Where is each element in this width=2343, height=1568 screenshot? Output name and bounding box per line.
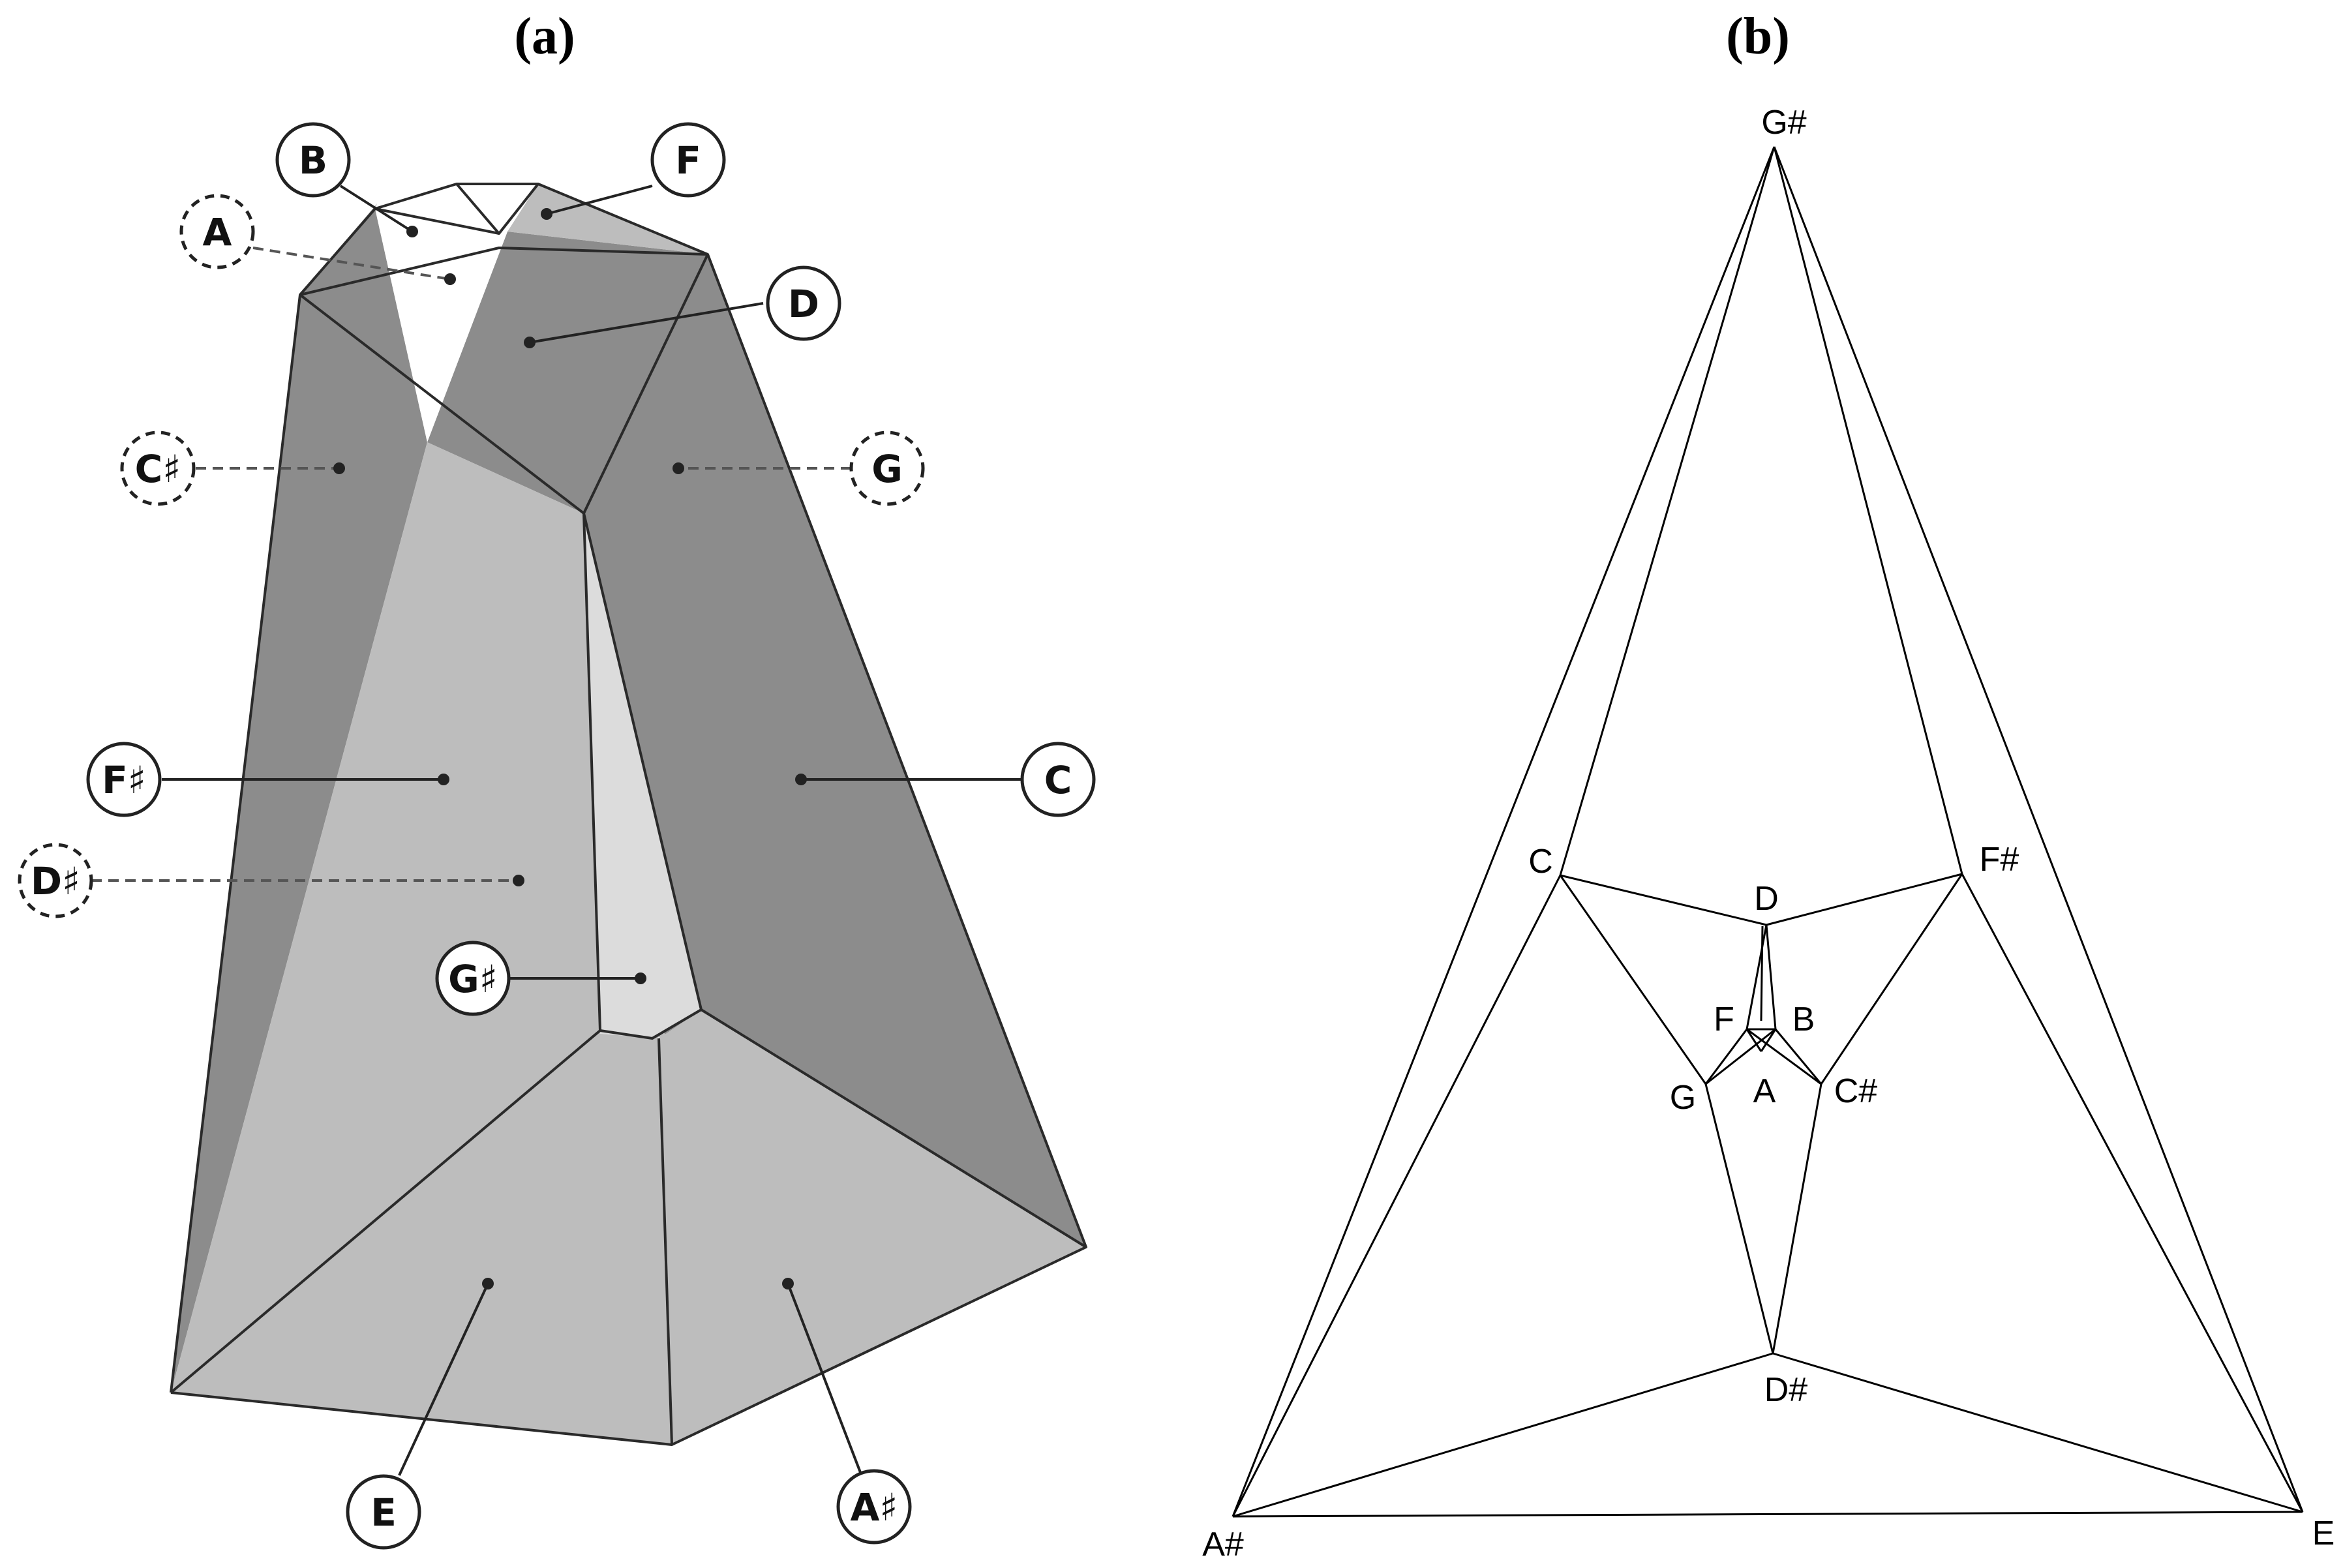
face-gsharp	[584, 513, 701, 1038]
face-f	[507, 184, 708, 254]
solid-label-fsharp: F♯	[86, 742, 162, 817]
svg-text:F: F	[675, 138, 701, 183]
face-c	[584, 254, 1086, 1247]
solid-label-g: G	[849, 430, 925, 506]
svg-text:G♯: G♯	[448, 957, 498, 1001]
svg-text:D♯: D♯	[31, 859, 80, 903]
leaders	[91, 185, 1023, 1476]
graph-vertex-labels: G# C F# D F B G A C# D# A# E	[1202, 104, 2335, 1563]
solid-label-e: E	[346, 1474, 421, 1550]
solid-label-c: C	[1020, 742, 1096, 817]
vertex-label-b: B	[1792, 1001, 1815, 1038]
face-d	[427, 232, 708, 513]
face-a	[375, 209, 507, 442]
solid-label-b: B	[275, 122, 351, 198]
polyhedron	[170, 183, 1087, 1446]
svg-text:C: C	[1044, 758, 1072, 802]
vertex-label-dsharp: D#	[1764, 1371, 1808, 1409]
svg-text:A: A	[203, 210, 232, 254]
solid-label-dsharp: D♯	[18, 843, 93, 918]
svg-text:A♯: A♯	[851, 1485, 898, 1530]
solid-label-a: A	[179, 194, 255, 269]
polyhedron-edges	[170, 183, 1087, 1446]
vertex-label-csharp: C#	[1834, 1072, 1878, 1110]
solid-label-d: D	[766, 265, 841, 341]
svg-text:B: B	[299, 138, 327, 183]
face-fsharp	[171, 442, 1086, 1393]
vertex-label-a: A	[1753, 1072, 1776, 1110]
solid-label-gsharp: G♯	[435, 941, 511, 1016]
vertex-label-d: D	[1754, 880, 1779, 918]
vertex-label-asharp: A#	[1202, 1526, 1244, 1563]
solid-label-csharp: C♯	[120, 430, 196, 506]
svg-text:E: E	[370, 1490, 397, 1535]
face-csharp	[171, 209, 427, 1393]
panel-b-title: (b)	[1726, 8, 1790, 65]
solid-label-asharp: A♯	[836, 1469, 912, 1545]
vertex-label-gsharp: G#	[1761, 104, 1806, 142]
svg-text:D: D	[788, 282, 819, 326]
vertex-label-g: G	[1670, 1079, 1696, 1117]
solid-label-f: F	[650, 122, 726, 198]
face-asharp	[659, 1010, 1086, 1445]
face-top-center	[457, 184, 538, 234]
vertex-label-fsharp: F#	[1980, 841, 2019, 879]
svg-text:F♯: F♯	[102, 758, 146, 802]
vertex-label-f: F	[1714, 1001, 1734, 1038]
svg-text:G: G	[871, 447, 903, 491]
panel-a: (a)	[18, 8, 1096, 1550]
vertex-label-c: C	[1528, 843, 1553, 881]
panel-a-title: (a)	[514, 8, 575, 65]
vertex-label-e: E	[2312, 1515, 2335, 1552]
svg-text:C♯: C♯	[135, 447, 181, 491]
face-e	[171, 1034, 672, 1445]
panel-b: (b)	[1202, 8, 2335, 1563]
graph-edges	[1232, 146, 2304, 1518]
